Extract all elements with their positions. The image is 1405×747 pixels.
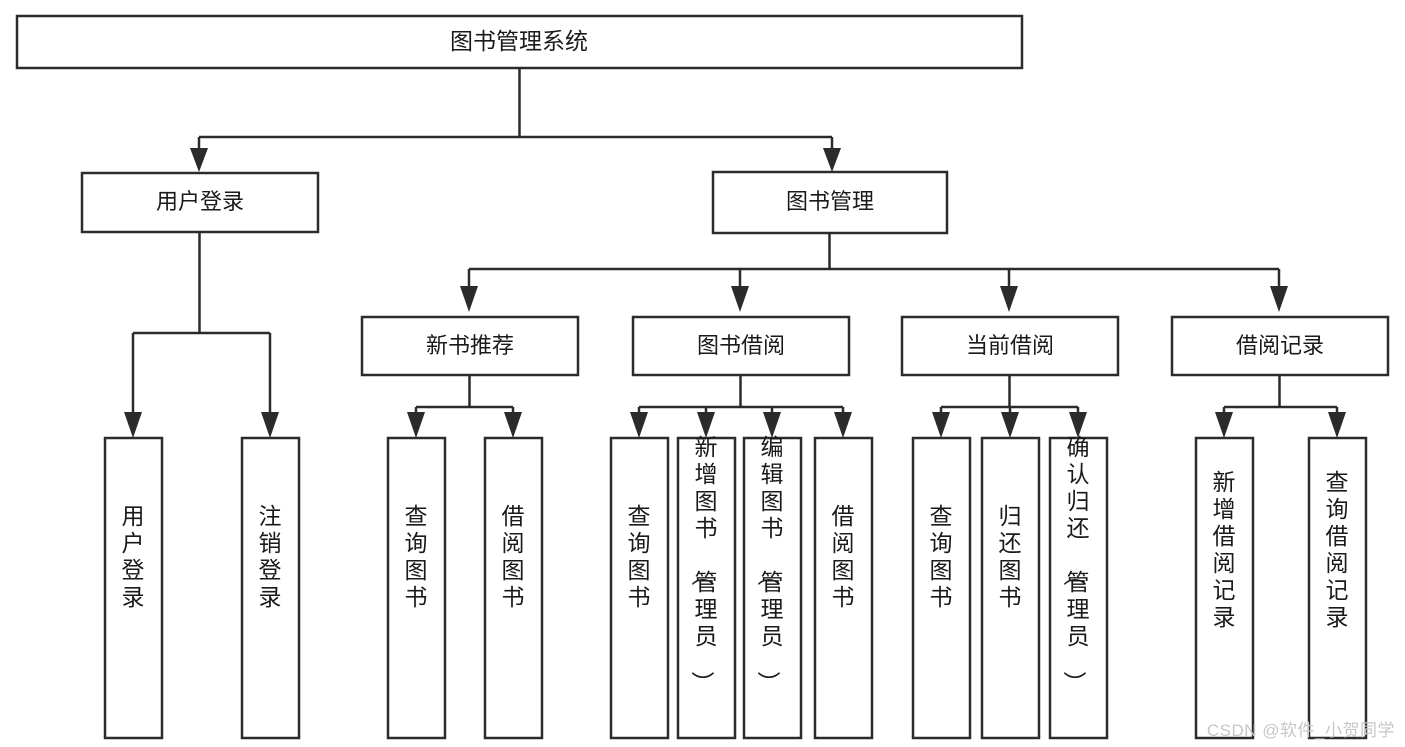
arrow-to-leaf-return-book: [1001, 412, 1019, 438]
arrow-to-leaf-add-record: [1215, 412, 1233, 438]
node-label-book-management: 图书管理: [786, 189, 874, 214]
leaf-label-borrow-book-recommend: 借阅图书: [502, 503, 525, 610]
leaf-query-book-recommend[interactable]: 查询图书: [386, 436, 447, 740]
arrow-to-leaf-query-record: [1328, 412, 1346, 438]
arrow-to-leaf-add-book: [697, 412, 715, 438]
node-book-borrow[interactable]: 图书借阅: [631, 315, 851, 377]
leaf-label-query-book-borrow: 查询图书: [628, 503, 651, 610]
leaf-query-book-current[interactable]: 查询图书: [911, 436, 972, 740]
leaf-label-query-borrow-record: 查询借阅记录: [1326, 469, 1349, 630]
arrow-to-leaf-borrow-book-1: [504, 412, 522, 438]
node-label-current-borrow: 当前借阅: [966, 333, 1054, 358]
leaf-borrow-book-recommend[interactable]: 借阅图书: [483, 436, 544, 740]
leaf-label-return-book: 归还图书: [999, 503, 1022, 610]
leaf-label-user-login: 用户登录: [122, 503, 145, 610]
leaf-label-edit-book: 编辑图书（管理员）: [756, 434, 784, 694]
node-label-borrow-record: 借阅记录: [1236, 333, 1324, 358]
node-new-book-recommend[interactable]: 新书推荐: [360, 315, 580, 377]
arrow-to-new-book-recommend: [460, 286, 478, 312]
leaf-return-book[interactable]: 归还图书: [980, 436, 1041, 740]
leaf-label-logout: 注销登录: [259, 503, 282, 610]
node-label-new-book-recommend: 新书推荐: [426, 333, 514, 358]
arrow-to-leaf-query-book-2: [630, 412, 648, 438]
arrow-to-borrow-record: [1270, 286, 1288, 312]
arrow-to-leaf-query-book-1: [407, 412, 425, 438]
node-current-borrow[interactable]: 当前借阅: [900, 315, 1120, 377]
nodes-layer: 图书管理系统 用户登录 图书管理 新书推荐 图书借阅: [15, 14, 1390, 740]
node-book-management[interactable]: 图书管理: [711, 170, 949, 235]
leaf-add-book[interactable]: 新增图书（管理员）: [676, 434, 737, 740]
arrow-to-user-login: [190, 148, 208, 172]
leaf-edit-book[interactable]: 编辑图书（管理员）: [742, 434, 803, 740]
arrow-to-current-borrow: [1000, 286, 1018, 312]
node-label-user-login: 用户登录: [156, 189, 244, 214]
arrow-to-leaf-edit-book: [763, 412, 781, 438]
node-book-management-system[interactable]: 图书管理系统: [15, 14, 1024, 70]
leaf-query-book-borrow[interactable]: 查询图书: [609, 436, 670, 740]
leaf-label-query-book-current: 查询图书: [930, 503, 953, 610]
node-label-root: 图书管理系统: [450, 28, 588, 54]
leaf-borrow-book-borrow[interactable]: 借阅图书: [813, 436, 874, 740]
leaf-label-add-book: 新增图书（管理员）: [690, 434, 718, 694]
arrow-to-leaf-user-login: [124, 412, 142, 438]
leaf-add-borrow-record[interactable]: 新增借阅记录: [1194, 436, 1255, 740]
arrow-to-leaf-query-book-3: [932, 412, 950, 438]
node-label-book-borrow: 图书借阅: [697, 333, 785, 358]
edges-layer: [124, 68, 1346, 438]
leaf-logout[interactable]: 注销登录: [240, 436, 301, 740]
arrow-to-book-borrow: [731, 286, 749, 312]
node-borrow-record[interactable]: 借阅记录: [1170, 315, 1390, 377]
node-user-login[interactable]: 用户登录: [80, 171, 320, 234]
leaf-user-login[interactable]: 用户登录: [103, 436, 164, 740]
arrow-to-book-manage: [823, 148, 841, 172]
leaf-query-borrow-record[interactable]: 查询借阅记录: [1307, 436, 1368, 740]
leaf-confirm-return[interactable]: 确认归还（管理员）: [1048, 434, 1109, 740]
watermark-csdn: CSDN @软件_小贺同学: [1206, 721, 1395, 740]
leaf-label-borrow-book-borrow: 借阅图书: [832, 503, 855, 610]
arrow-to-leaf-borrow-book-2: [834, 412, 852, 438]
leaf-label-confirm-return: 确认归还（管理员）: [1062, 434, 1090, 694]
leaf-label-query-book-recommend: 查询图书: [405, 503, 428, 610]
leaf-label-add-borrow-record: 新增借阅记录: [1213, 469, 1236, 630]
arrow-to-leaf-logout: [261, 412, 279, 438]
arrow-to-leaf-confirm-return: [1069, 412, 1087, 438]
